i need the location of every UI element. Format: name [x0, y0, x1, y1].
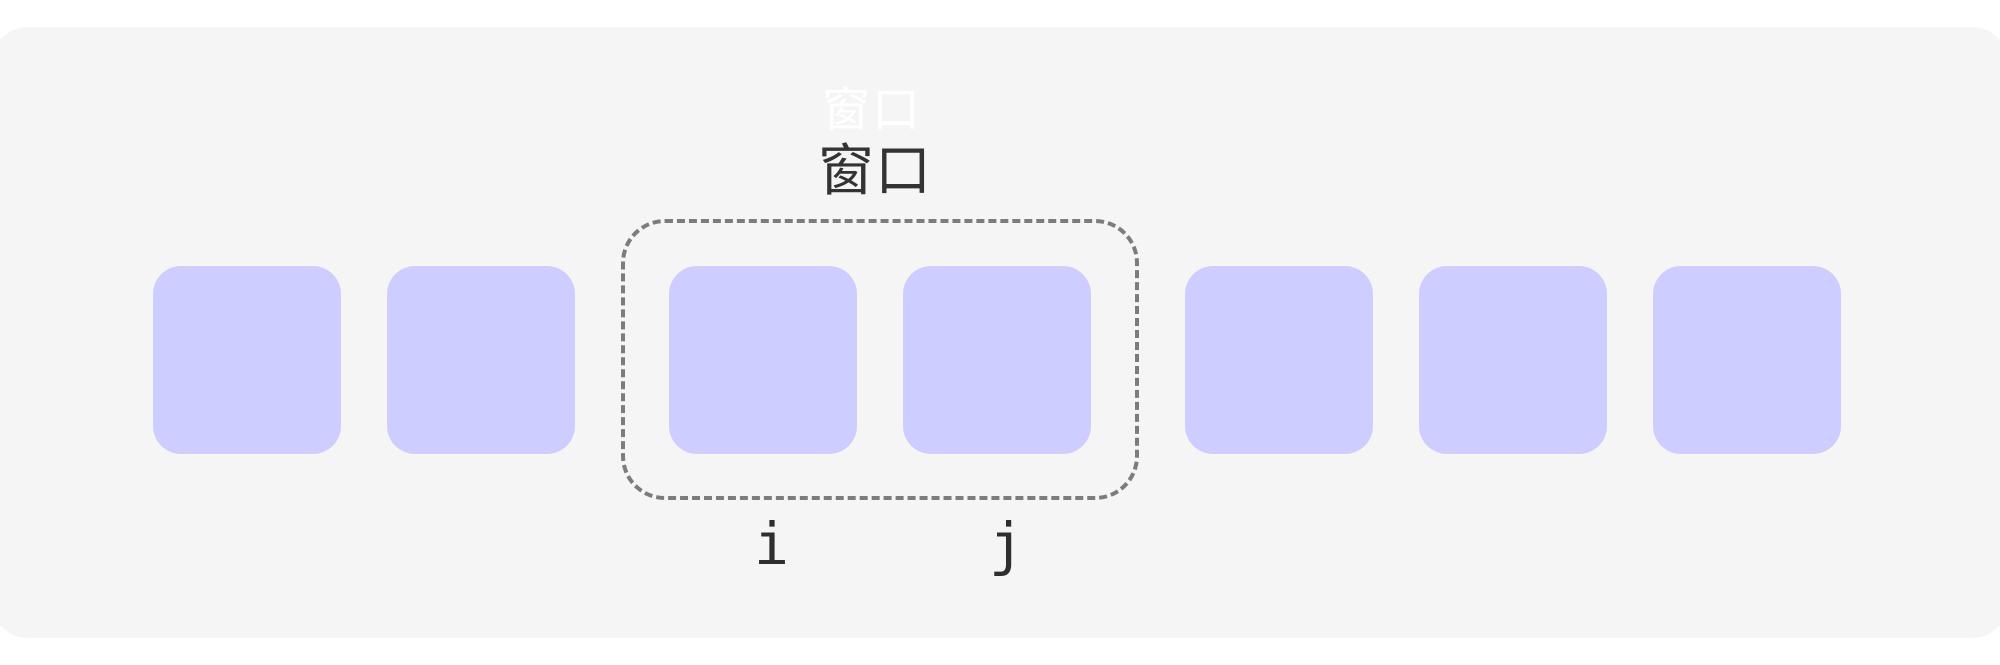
array-cell-0 [153, 266, 341, 454]
window-ghost-label: 窗口 [822, 82, 923, 138]
array-cell-5 [1419, 266, 1607, 454]
array-cell-6 [1653, 266, 1841, 454]
pointer-i-label: i [754, 510, 789, 578]
array-cell-1 [387, 266, 575, 454]
window-label: 窗口 [818, 139, 932, 204]
array-cell-4 [1185, 266, 1373, 454]
sliding-window-frame [621, 219, 1139, 500]
array-cell-2 [669, 266, 857, 454]
pointer-j-label: j [989, 510, 1024, 578]
array-cell-3 [903, 266, 1091, 454]
